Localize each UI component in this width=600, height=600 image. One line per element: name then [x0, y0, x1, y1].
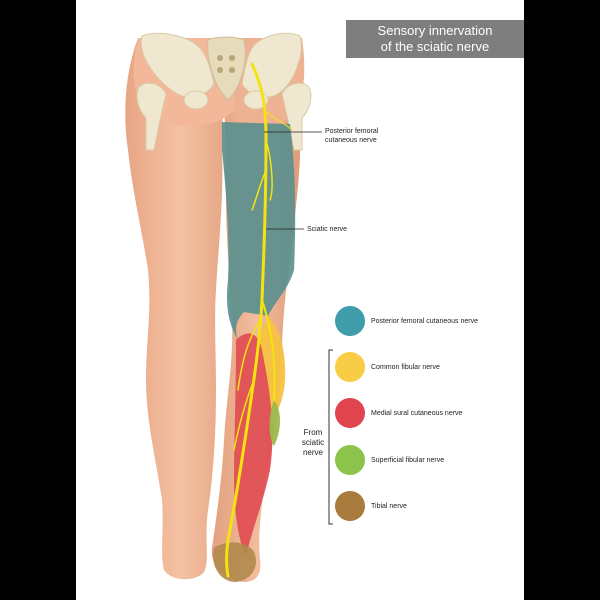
bracket-label-line-2: sciatic	[301, 438, 325, 447]
legend-label-superficial-fibular: Superficial fibular nerve	[371, 457, 445, 464]
legend-label-medial-sural: Medial sural cutaneous nerve	[371, 410, 463, 417]
zone-superficial-fibular	[269, 400, 280, 446]
diagram-title: Sensory innervation of the sciatic nerve	[346, 20, 524, 58]
title-line-1: Sensory innervation	[377, 23, 493, 38]
zone-medial-sural	[234, 333, 273, 556]
legend-bracket	[328, 349, 333, 525]
zone-common-fibular	[258, 316, 286, 414]
callout-posterior-femoral-line-2: cutaneous nerve	[325, 137, 377, 144]
illustration-canvas: Sensory innervation of the sciatic nerve…	[76, 0, 524, 600]
sciatic-nerve	[225, 62, 293, 578]
legend-swatch-superficial-fibular	[335, 445, 365, 475]
legend-swatch-medial-sural	[335, 398, 365, 428]
callout-posterior-femoral: Posterior femoral cutaneous nerve	[325, 127, 378, 145]
callout-sciatic: Sciatic nerve	[307, 226, 348, 233]
bracket-label-line-1: From	[303, 428, 323, 437]
anatomy-illustration	[125, 32, 333, 582]
legend-swatch-common-fibular	[335, 352, 365, 382]
legend-swatch-tibial	[335, 491, 365, 521]
legend-label-common-fibular: Common fibular nerve	[371, 364, 440, 371]
bracket-label-line-3: nerve	[302, 448, 323, 457]
callout-posterior-femoral-line-1: Posterior femoral	[325, 128, 379, 135]
legend-swatch-posterior-femoral	[335, 306, 365, 336]
left-leg	[125, 38, 236, 580]
zone-tibial	[213, 542, 256, 582]
zone-posterior-femoral	[222, 122, 296, 340]
bracket-label: From sciatic nerve	[298, 428, 328, 458]
legend-label-tibial: Tibial nerve	[371, 503, 407, 510]
title-line-2: of the sciatic nerve	[380, 39, 490, 54]
legend-label-posterior-femoral: Posterior femoral cutaneous nerve	[371, 318, 478, 325]
